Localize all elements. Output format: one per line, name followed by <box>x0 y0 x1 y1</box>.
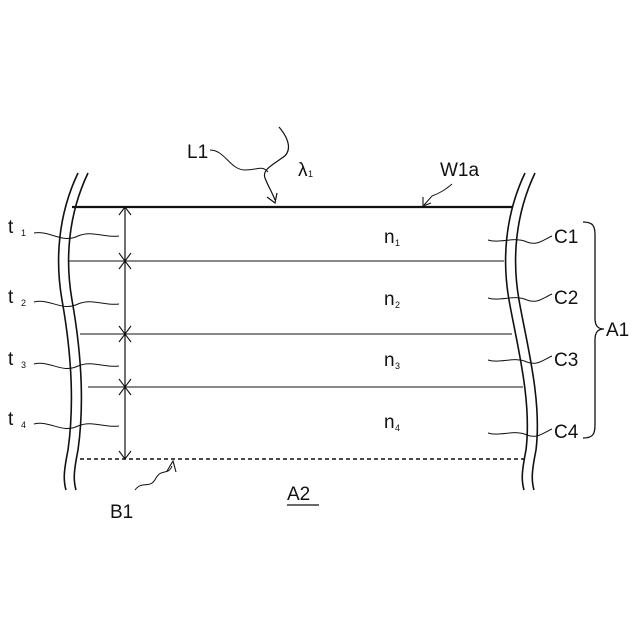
label-n3: n <box>384 350 395 371</box>
label-n1: n <box>384 227 395 248</box>
label-t1: t <box>8 217 14 238</box>
leader-t2 <box>34 301 119 306</box>
label-a1: A1 <box>606 320 629 341</box>
left-break-line-outer <box>59 173 78 490</box>
label-n4-subscript: 4 <box>395 423 400 433</box>
leader-l1 <box>210 150 268 172</box>
label-w1a: W1a <box>440 160 480 181</box>
leader-c2 <box>488 294 552 301</box>
leader-w1a <box>424 184 452 205</box>
label-t3: t <box>8 349 14 370</box>
leader-c4 <box>488 429 552 436</box>
label-c2: C2 <box>554 288 578 309</box>
label-l1: L1 <box>187 142 208 163</box>
label-t2-subscript: 2 <box>21 298 26 308</box>
label-n2: n <box>384 289 395 310</box>
label-lambda-subscript: 1 <box>308 169 313 179</box>
right-break-line-outer <box>506 173 528 490</box>
label-c1: C1 <box>554 227 578 248</box>
brace-a1 <box>583 222 604 438</box>
label-c3: C3 <box>554 350 578 371</box>
left-break-line-inner <box>69 173 88 490</box>
label-n2-subscript: 2 <box>395 300 400 310</box>
label-c4: C4 <box>554 422 579 443</box>
leader-t1 <box>34 233 119 239</box>
label-t2: t <box>8 287 14 308</box>
label-lambda: λ <box>298 160 308 181</box>
label-n1-subscript: 1 <box>395 238 400 248</box>
leader-t3 <box>34 363 119 368</box>
light-l1-ray <box>264 127 288 200</box>
leader-c1 <box>488 236 552 243</box>
label-n3-subscript: 3 <box>395 361 400 371</box>
label-t4: t <box>8 409 14 430</box>
label-n4: n <box>384 412 395 433</box>
leader-b1 <box>135 466 172 490</box>
label-t1-subscript: 1 <box>21 228 26 238</box>
label-b1: B1 <box>110 502 133 523</box>
leader-t4 <box>34 423 119 428</box>
label-t4-subscript: 4 <box>21 420 26 430</box>
label-t3-subscript: 3 <box>21 360 26 370</box>
label-a2: A2 <box>287 484 310 505</box>
